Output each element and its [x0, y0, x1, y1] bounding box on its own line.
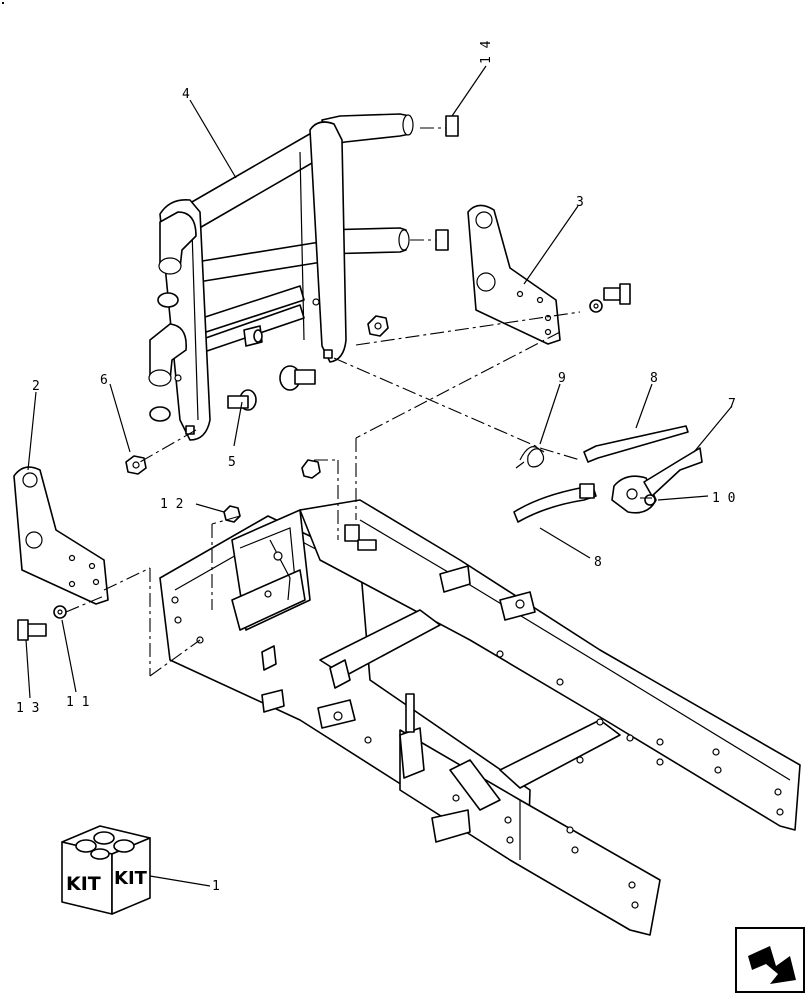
- callout-labels: 1 4 4 3 2 6 5 9 8 7 1 0 8 1 2 1 3 1 1 1: [16, 40, 736, 894]
- assembly-centerlines: [65, 127, 652, 677]
- callout-1: 1: [212, 879, 220, 894]
- callout-13: 1 3: [16, 701, 39, 716]
- callout-11: 1 1: [66, 695, 89, 710]
- callout-7: 7: [728, 397, 736, 412]
- kit-box-icon: KIT KIT: [61, 825, 151, 915]
- part-4-guard-assembly: [148, 113, 414, 441]
- callout-6: 6: [100, 373, 108, 388]
- part-8-rods: [513, 425, 689, 523]
- leader-lines: [25, 65, 733, 887]
- part-9-spring: [515, 446, 545, 469]
- frame-latch-mechanism: [231, 509, 377, 631]
- next-page-arrow-icon[interactable]: [735, 927, 805, 993]
- callout-8-lower: 8: [594, 555, 602, 570]
- callout-8-upper: 8: [650, 371, 658, 386]
- callout-5: 5: [228, 455, 236, 470]
- kit-label-right: KIT: [114, 868, 148, 889]
- kit-label-left: KIT: [66, 873, 101, 895]
- corner-mark: [2, 2, 4, 4]
- part-2-left-bracket: [13, 466, 109, 605]
- callout-10: 1 0: [712, 491, 735, 506]
- part-7-latch-handle: [611, 447, 703, 514]
- callout-2: 2: [32, 379, 40, 394]
- part-14-tube-caps: [435, 115, 459, 251]
- callout-4: 4: [182, 87, 190, 102]
- callout-14: 1 4: [479, 40, 494, 64]
- callout-3: 3: [576, 195, 584, 210]
- callout-12: 1 2: [160, 497, 183, 512]
- part-3-right-bracket: [467, 204, 561, 345]
- callout-9: 9: [558, 371, 566, 386]
- fasteners: [17, 283, 631, 641]
